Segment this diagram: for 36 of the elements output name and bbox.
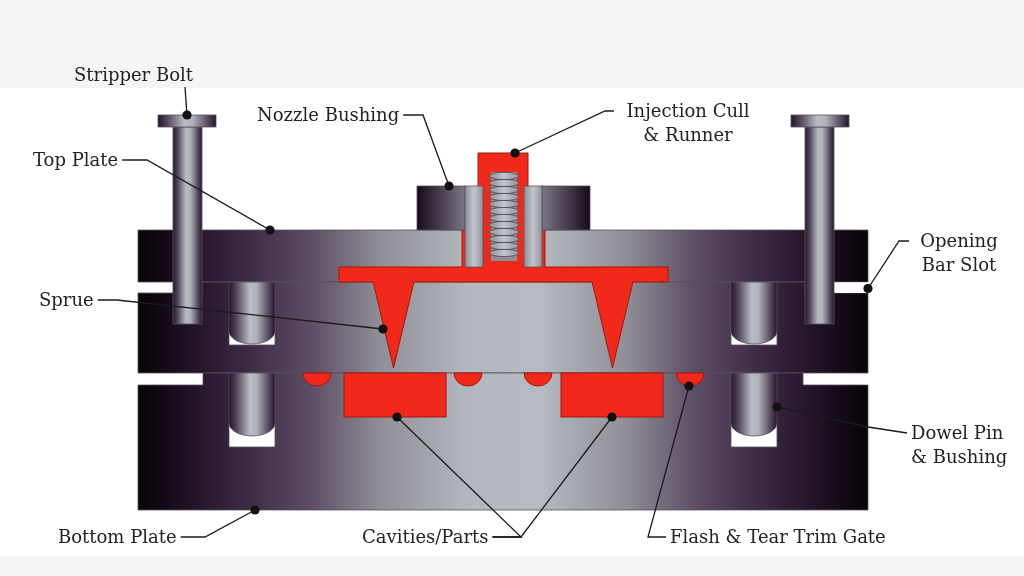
gate — [453, 372, 483, 387]
leader-line — [402, 114, 454, 191]
dowel-pin — [228, 372, 276, 437]
leader-line — [772, 402, 908, 434]
callout-label: Bottom Plate — [54, 525, 181, 549]
leader-line — [510, 110, 615, 158]
dowel-pin — [730, 281, 778, 345]
sprue — [372, 281, 415, 369]
leader-line — [180, 505, 260, 538]
callout-label: Top Plate — [29, 148, 123, 172]
callout-label: Sprue — [35, 288, 98, 312]
gate — [302, 372, 332, 387]
leader-line — [647, 381, 694, 538]
callout-label: Cavities/Parts — [358, 525, 493, 549]
leader-line — [97, 299, 388, 334]
callout-label: Dowel Pin & Bushing — [907, 421, 1015, 469]
stripper-bolt — [157, 114, 217, 325]
leader-line — [392, 412, 523, 538]
dowel-pin — [228, 281, 276, 345]
dowel-pin — [730, 372, 778, 437]
cavity — [343, 372, 447, 418]
stripper-bolt — [790, 114, 850, 325]
leader-line — [121, 159, 275, 235]
gate — [523, 372, 553, 387]
callout-label: Injection Cull & Runner — [614, 99, 762, 147]
bottom-plate — [137, 372, 869, 511]
leader-line — [863, 240, 910, 294]
callout-label: Opening Bar Slot — [909, 229, 1009, 277]
callout-label: Nozzle Bushing — [253, 103, 404, 127]
callout-label: Stripper Bolt — [70, 63, 197, 87]
slot — [835, 282, 868, 293]
leader-line — [182, 86, 192, 120]
callout-label: Flash & Tear Trim Gate — [666, 525, 890, 549]
leader-line — [491, 412, 617, 538]
sprue — [591, 281, 634, 369]
cavity — [560, 372, 664, 418]
